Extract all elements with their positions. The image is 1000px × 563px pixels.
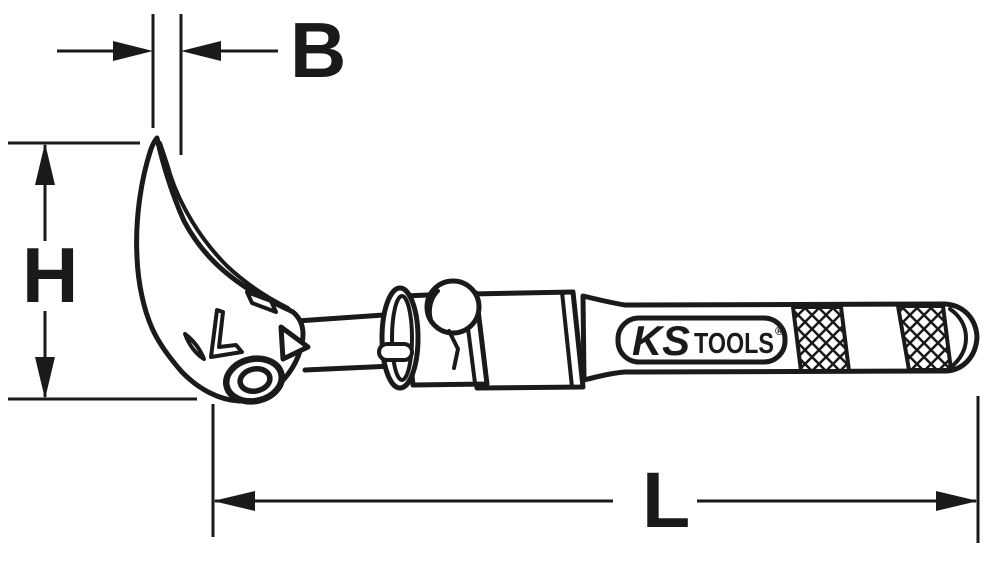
dimension-label-b: B — [290, 6, 346, 94]
knurl-band-1 — [790, 305, 852, 373]
dimension-b: B — [57, 6, 346, 155]
dimension-label-l: L — [642, 455, 690, 544]
blade-bevel-line — [158, 141, 290, 310]
dimension-label-h: H — [22, 231, 78, 319]
knurl-band-2 — [895, 304, 954, 372]
release-ball — [424, 278, 482, 370]
claw-head — [134, 135, 311, 405]
arrowhead — [35, 357, 55, 399]
upper-slot — [245, 290, 278, 314]
tool-illustration: KS TOOLS ® — [134, 135, 980, 405]
logo-ks: KS — [632, 317, 690, 364]
ferrule — [467, 289, 586, 391]
shaft — [294, 311, 401, 373]
shaft-joint-triangle — [278, 324, 311, 362]
arrowhead — [213, 491, 255, 511]
collar-rim — [379, 285, 421, 391]
shaft-slot — [377, 342, 414, 362]
end-cap-arc — [948, 307, 968, 370]
logo-tools: TOOLS — [694, 328, 774, 360]
eye-hole — [223, 355, 285, 405]
registered-mark: ® — [775, 324, 784, 338]
collar-notch — [447, 329, 460, 370]
lower-edge-sliver — [183, 332, 206, 361]
arrowhead — [35, 143, 55, 185]
arrowhead — [181, 41, 221, 61]
dimension-l: L — [211, 396, 980, 544]
dimension-h: H — [8, 141, 197, 401]
arrowhead — [113, 41, 153, 61]
logo-plate: KS TOOLS ® — [615, 315, 788, 365]
claw-outline — [134, 135, 306, 404]
arrowhead — [936, 491, 978, 511]
bent-slot — [209, 308, 244, 359]
